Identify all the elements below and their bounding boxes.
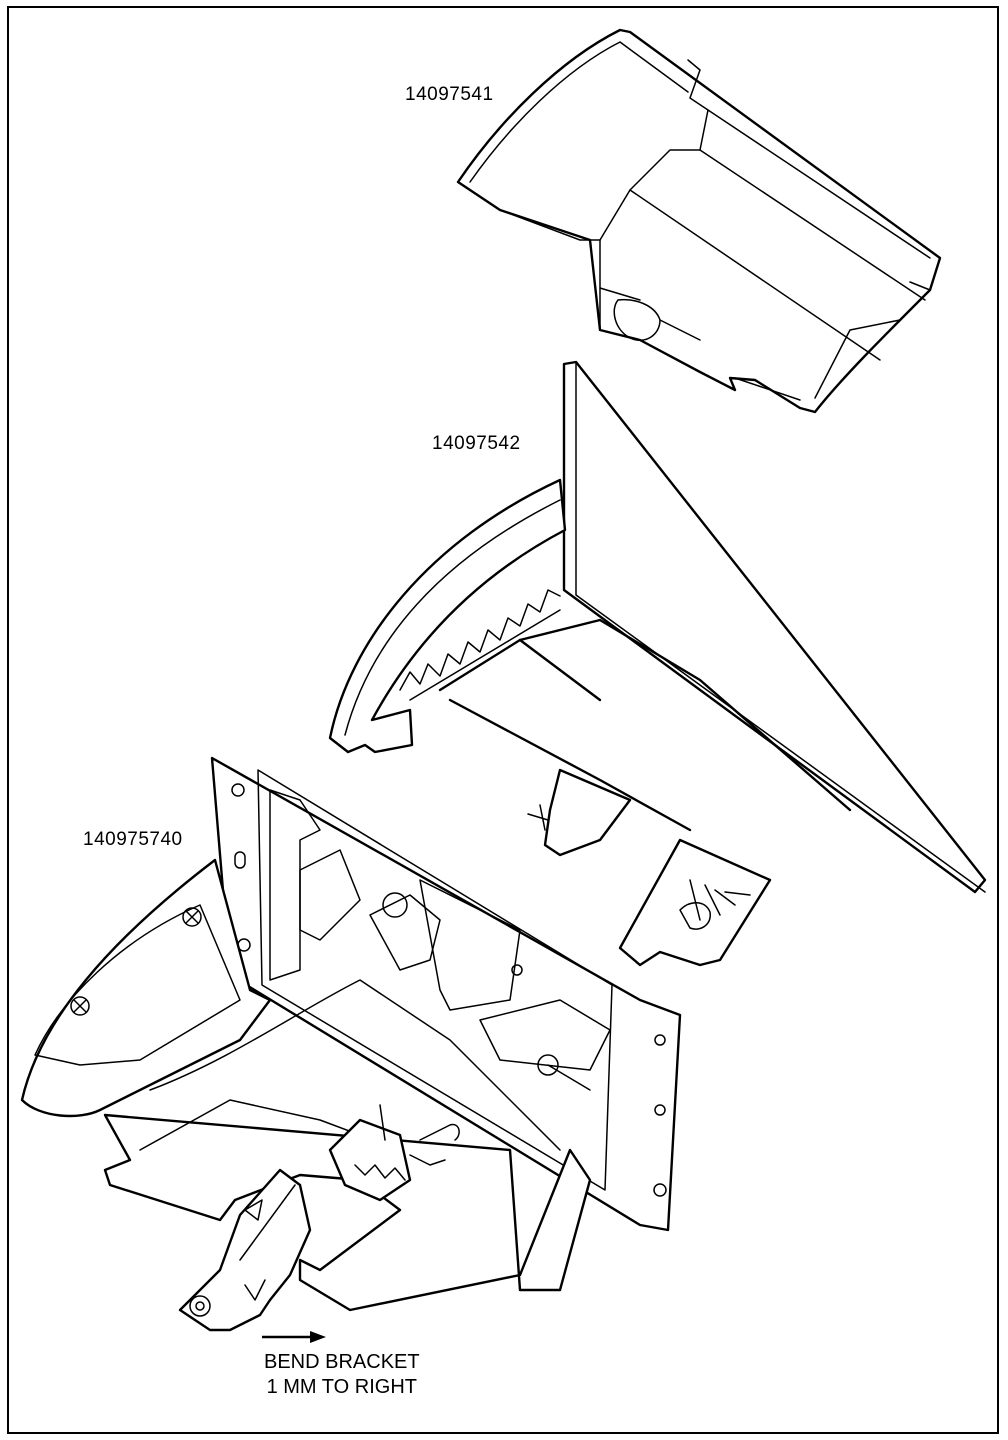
bend-direction-arrow [262, 1331, 326, 1343]
bend-bracket-note: BEND BRACKET 1 MM TO RIGHT [264, 1350, 420, 1400]
part-number-upper-bin: 14097541 [405, 84, 494, 105]
part-number-lower-frame: 140975740 [83, 829, 183, 850]
upper-bin-part [456, 28, 942, 414]
figure-border [7, 6, 999, 1434]
lower-frame-part [20, 756, 682, 1332]
note-line-2: 1 MM TO RIGHT [266, 1376, 417, 1398]
part-number-glove-box-door: 14097542 [432, 433, 521, 454]
note-line-1: BEND BRACKET [264, 1351, 420, 1373]
glove-box-door-part [328, 360, 987, 967]
